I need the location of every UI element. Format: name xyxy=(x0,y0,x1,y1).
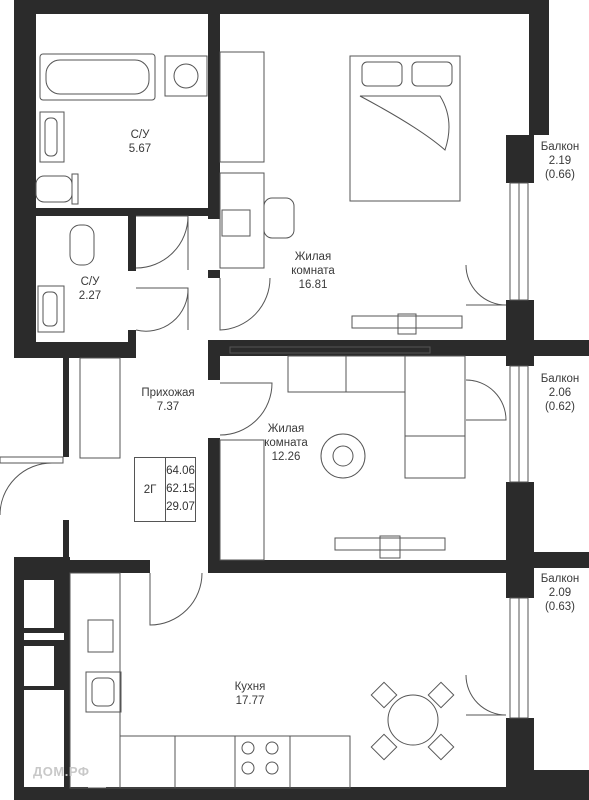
furniture xyxy=(35,51,466,789)
room-area: 2.27 xyxy=(78,290,102,302)
balcony-name: Балкон xyxy=(540,141,580,153)
room-name: С/У xyxy=(80,276,100,288)
room-label-kitchen: Кухня 17.77 xyxy=(220,680,280,708)
balcony-area: 2.19 xyxy=(548,155,572,167)
total-area-reduced: 62.15 xyxy=(166,483,195,495)
apartment-areas: 64.06 62.15 29.07 xyxy=(166,462,195,516)
windows xyxy=(0,182,529,719)
room-label-living1: Жилая комната 16.81 xyxy=(278,250,348,292)
room-name: комната xyxy=(291,265,335,277)
balcony-label-3: Балкон 2.09 (0.63) xyxy=(532,572,588,614)
room-name: С/У xyxy=(130,129,150,141)
balcony-reduced-area: (0.62) xyxy=(544,401,576,413)
room-label-living2: Жилая комната 12.26 xyxy=(251,422,321,464)
room-name: Жилая xyxy=(267,423,305,435)
walls xyxy=(14,0,589,800)
room-area: 17.77 xyxy=(235,695,265,707)
balcony-label-1: Балкон 2.19 (0.66) xyxy=(532,140,588,182)
balcony-name: Балкон xyxy=(540,573,580,585)
room-area: 12.26 xyxy=(271,451,301,463)
balcony-area: 2.06 xyxy=(548,387,572,399)
room-name: комната xyxy=(264,437,308,449)
room-label-hallway: Прихожая 7.37 xyxy=(128,386,208,414)
living-area: 29.07 xyxy=(166,501,195,513)
watermark: ДОМ.РФ xyxy=(33,764,90,779)
total-area: 64.06 xyxy=(166,465,195,477)
room-label-bath2: С/У 2.27 xyxy=(60,275,120,303)
balcony-label-2: Балкон 2.06 (0.62) xyxy=(532,372,588,414)
balcony-name: Балкон xyxy=(540,373,580,385)
room-area: 16.81 xyxy=(298,279,328,291)
room-area: 7.37 xyxy=(156,401,180,413)
apartment-code: 2Г xyxy=(135,458,166,521)
room-name: Прихожая xyxy=(141,387,195,399)
room-label-bath1: С/У 5.67 xyxy=(110,128,170,156)
balcony-area: 2.09 xyxy=(548,587,572,599)
apartment-area-box: 2Г 64.06 62.15 29.07 xyxy=(134,457,196,522)
room-area: 5.67 xyxy=(128,143,152,155)
balcony-reduced-area: (0.66) xyxy=(544,169,576,181)
room-name: Кухня xyxy=(234,681,266,693)
doors xyxy=(0,215,507,716)
balcony-reduced-area: (0.63) xyxy=(544,601,576,613)
room-name: Жилая xyxy=(294,251,332,263)
